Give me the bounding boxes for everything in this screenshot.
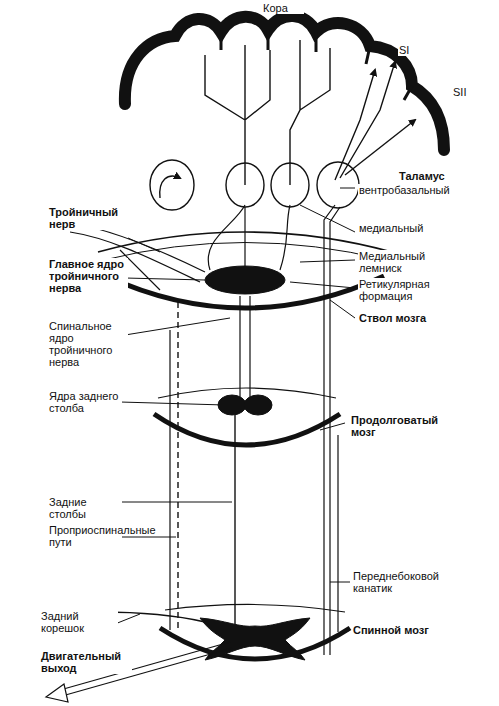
area-label: SI [398,44,426,56]
root-label: Задний корешок [40,610,118,634]
thalamus-label: Таламус [398,170,470,182]
nerve-label: Тройничный нерв [48,206,132,230]
output-label: Двигательный выход [40,650,132,674]
tract-label: Проприоспинальные пути [48,524,122,548]
region-label: Спинной мозг [352,624,449,636]
tract-label: Задние столбы [48,496,122,520]
area-label: SII [452,86,488,98]
nucleus-label: Главное ядро тройничного нерва [48,258,128,294]
nucleus-label: Ядра заднего столба [48,390,122,414]
nucleus-label: Спинальное ядро тройничного нерва [48,320,128,368]
tract-label: Медиальный лемниск [358,250,440,274]
region-label: Продолговатый мозг [350,414,447,438]
nucleus-label: медиальный [358,222,456,234]
cortex-label: Кора [262,2,304,14]
region-label: Ствол мозга [358,312,455,324]
nucleus-label: вентробазальный [358,184,456,196]
structure-label: Ретикулярная формация [358,278,450,302]
tract-label: Переднебоковой канатик [352,570,444,594]
